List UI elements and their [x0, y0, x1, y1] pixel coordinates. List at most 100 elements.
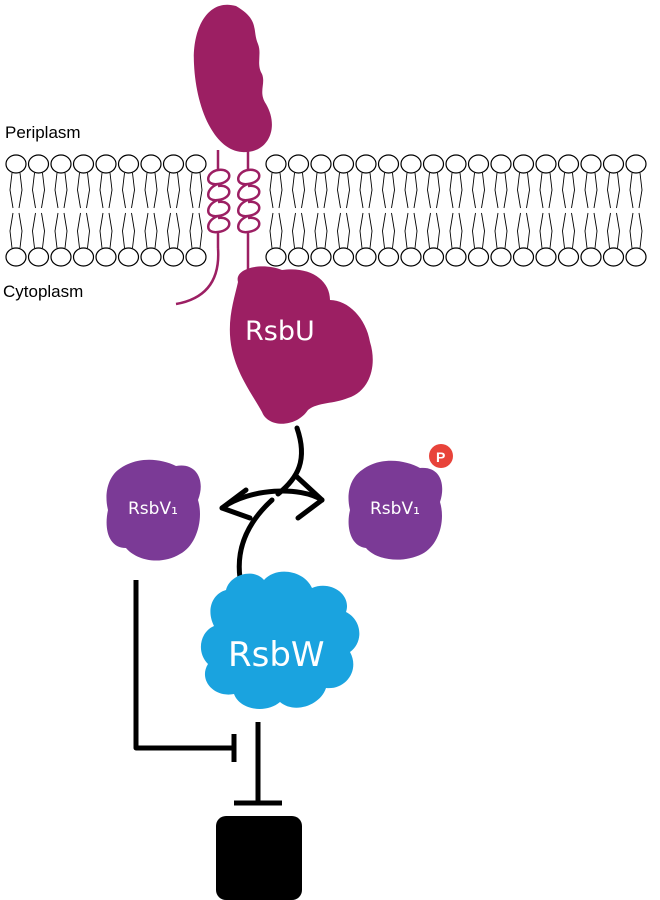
lipid-head-outer	[422, 154, 445, 174]
target-box	[216, 816, 302, 900]
lipid-tails	[269, 172, 283, 249]
lipid-tails	[427, 172, 440, 249]
lipid-head-inner	[535, 247, 557, 267]
lipid-head-inner	[50, 247, 72, 267]
lipid-head-outer	[5, 154, 27, 174]
lipid-head-outer	[140, 154, 162, 174]
lipid-head-outer	[162, 154, 185, 174]
lipid-tails	[9, 172, 23, 249]
lipid-tails	[629, 172, 643, 249]
lipid-head-inner	[95, 247, 117, 267]
lipid-head-inner	[5, 247, 27, 267]
lipid-head-inner	[140, 247, 162, 267]
lipid-tails	[144, 172, 158, 249]
lipid-head-outer	[355, 154, 377, 174]
lipid-tails	[607, 172, 620, 249]
lipid-head-outer	[400, 154, 422, 174]
lipid-head-inner	[445, 247, 467, 267]
rsbw-to-arc-line	[236, 497, 275, 581]
rsbu-label: RsbU	[245, 316, 315, 347]
lipid-head-inner	[625, 247, 647, 267]
lipid-head-outer	[580, 154, 602, 174]
lipid-head-outer	[50, 154, 72, 174]
lipid-head-outer	[535, 154, 557, 174]
rsbu-tail-loop	[175, 247, 220, 306]
lipid-head-outer	[602, 154, 625, 174]
lipid-tails	[404, 172, 418, 249]
rsbv-right-label: RsbV₁	[370, 499, 420, 519]
lipid-tails	[99, 172, 113, 249]
lipid-head-inner	[265, 247, 287, 267]
lipid-tails	[32, 172, 45, 249]
lipid-tails	[337, 172, 350, 249]
cytoplasm-label: Cytoplasm	[3, 282, 83, 301]
lipid-head-outer	[287, 154, 310, 174]
lipid-tails	[122, 172, 135, 249]
lipid-tails	[449, 172, 463, 249]
lipid-head-inner	[580, 247, 602, 267]
lipid-head-inner	[422, 247, 445, 267]
lipid-tails	[517, 172, 530, 249]
lipid-head-outer	[310, 154, 332, 174]
lipid-head-inner	[467, 247, 490, 267]
periplasm-label: Periplasm	[5, 123, 81, 142]
lipid-head-inner	[162, 247, 185, 267]
lipid-head-outer	[557, 154, 580, 174]
lipid-head-inner	[557, 247, 580, 267]
lipid-tails	[314, 172, 328, 249]
rsbv-right-blob	[348, 460, 443, 560]
lipid-head-outer	[445, 154, 467, 174]
rsbv-inhibits-rsbw-line	[133, 580, 232, 751]
lipid-head-inner	[400, 247, 422, 267]
lipid-head-outer	[625, 154, 647, 174]
lipid-tails	[562, 172, 575, 249]
lipid-head-inner	[72, 247, 95, 267]
lipid-head-inner	[332, 247, 355, 267]
lipid-tails	[584, 172, 598, 249]
lipid-head-inner	[185, 247, 207, 267]
rsbw-blob	[200, 571, 360, 709]
lipid-head-inner	[355, 247, 377, 267]
rsbu-periplasmic-domain	[193, 4, 272, 153]
rsbu-blob	[229, 266, 373, 424]
lipid-head-outer	[95, 154, 117, 174]
lipid-head-inner	[287, 247, 310, 267]
arrowhead-right	[293, 473, 325, 521]
lipid-tails	[472, 172, 485, 249]
lipid-head-inner	[602, 247, 625, 267]
rsbw-label: RsbW	[228, 635, 325, 675]
lipid-head-outer	[490, 154, 512, 174]
lipid-head-outer	[265, 154, 287, 174]
lipid-tails	[494, 172, 508, 249]
lipid-head-outer	[512, 154, 535, 174]
rsbv-left-label: RsbV₁	[128, 499, 178, 519]
lipid-tails	[382, 172, 395, 249]
arrowhead-left	[219, 487, 253, 521]
rsbv-left-blob	[106, 459, 201, 561]
lipid-head-inner	[117, 247, 140, 267]
lipid-head-outer	[377, 154, 400, 174]
rsbu-to-rsbw-line	[275, 425, 304, 497]
rsbu-transmembrane-helix	[207, 150, 261, 272]
lipid-head-outer	[332, 154, 355, 174]
lipid-head-inner	[377, 247, 400, 267]
lipid-tails	[292, 172, 305, 249]
lipid-tails	[54, 172, 68, 249]
lipid-head-inner	[512, 247, 535, 267]
lipid-tails	[359, 172, 373, 249]
lipid-head-outer	[467, 154, 490, 174]
lipid-head-inner	[27, 247, 50, 267]
lipid-tails	[189, 172, 203, 249]
lipid-head-outer	[27, 154, 50, 174]
lipid-head-inner	[310, 247, 332, 267]
lipid-tails	[167, 172, 180, 249]
lipid-head-outer	[185, 154, 207, 174]
lipid-head-inner	[490, 247, 512, 267]
lipid-head-outer	[72, 154, 95, 174]
phosphate-label: P	[436, 449, 445, 465]
phosphate-icon	[429, 444, 453, 468]
lipid-tails	[539, 172, 553, 249]
lipid-bilayer-membrane	[5, 154, 647, 267]
lipid-head-outer	[117, 154, 140, 174]
